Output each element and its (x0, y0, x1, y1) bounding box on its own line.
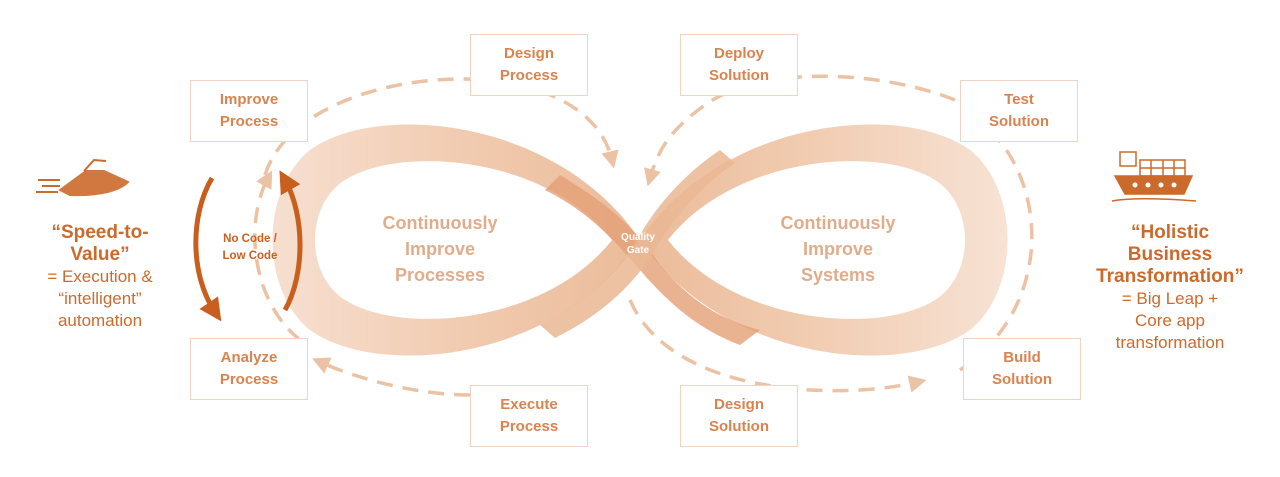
dashed-loop-left (253, 170, 302, 342)
left-loop-line3: Processes (394, 265, 486, 285)
left-loop-band (272, 124, 640, 356)
dashed-loop-top-right (643, 74, 956, 187)
no-code-line2: Low Code (222, 250, 278, 262)
deploy-solution-box[interactable]: Deploy Solution (680, 34, 798, 96)
improve-process-line2: Process (219, 113, 279, 130)
crossing-band (545, 175, 760, 345)
speed-to-value-sub-2: “intelligent” (58, 289, 142, 308)
analyze-process-box[interactable]: Analyze Process (190, 338, 308, 400)
holistic-sub-3: transformation (1115, 333, 1225, 352)
holistic-transformation-block: “Holistic Business Transformation” = Big… (1080, 222, 1260, 354)
test-solution-line1: Test (1004, 91, 1034, 108)
speed-to-value-sub-3: automation (57, 311, 143, 330)
execute-process-line2: Process (499, 418, 559, 435)
right-loop-line1: Continuously (780, 213, 896, 233)
speed-to-value-title-2: Value” (70, 244, 130, 265)
analyze-process-line1: Analyze (220, 349, 278, 366)
left-loop-line1: Continuously (382, 213, 498, 233)
right-loop-band (640, 124, 1008, 356)
build-solution-line1: Build (1003, 349, 1041, 366)
holistic-title-2: Business (1127, 244, 1213, 265)
no-code-low-code-label: No Code / Low Code (214, 231, 286, 265)
right-loop-line2: Improve (802, 239, 874, 259)
quality-gate-label: Quality Gate (610, 231, 666, 257)
dashed-loop-bottom-right (628, 299, 927, 393)
test-solution-box[interactable]: Test Solution (960, 80, 1078, 142)
left-loop-label: Continuously Improve Processes (370, 210, 510, 288)
design-process-line1: Design (503, 45, 554, 62)
no-code-line1: No Code / (223, 233, 277, 245)
design-process-line2: Process (499, 67, 559, 84)
deploy-solution-line1: Deploy (713, 45, 764, 62)
analyze-process-line2: Process (219, 371, 279, 388)
left-loop-line2: Improve (404, 239, 476, 259)
right-loop-label: Continuously Improve Systems (768, 210, 908, 288)
holistic-sub-1: = Big Leap + (1121, 289, 1219, 308)
speed-to-value-block: “Speed-to- Value” = Execution & “intelli… (20, 222, 180, 332)
test-solution-line2: Solution (989, 113, 1049, 130)
holistic-sub-2: Core app (1135, 311, 1205, 330)
speed-to-value-title-1: “Speed-to- (51, 222, 149, 243)
build-solution-line2: Solution (992, 371, 1052, 388)
holistic-title-1: “Holistic (1130, 222, 1210, 243)
cargo-ship-icon (1111, 151, 1197, 202)
right-loop-line3: Systems (800, 265, 876, 285)
holistic-title-3: Transformation” (1096, 266, 1244, 287)
speedboat-icon (36, 158, 130, 197)
quality-gate-line1: Quality (621, 232, 655, 243)
no-code-arrow-up (279, 170, 303, 312)
design-process-box[interactable]: Design Process (470, 34, 588, 96)
improve-process-line1: Improve (219, 91, 279, 108)
dashed-loop-bottom-left (312, 357, 471, 397)
speed-to-value-sub-1: = Execution & (47, 267, 153, 286)
design-solution-line1: Design (713, 396, 764, 413)
execute-process-line1: Execute (500, 396, 558, 413)
design-solution-line2: Solution (709, 418, 769, 435)
build-solution-box[interactable]: Build Solution (963, 338, 1081, 400)
improve-process-box[interactable]: Improve Process (190, 80, 308, 142)
design-solution-box[interactable]: Design Solution (680, 385, 798, 447)
quality-gate-line2: Gate (626, 245, 650, 256)
deploy-solution-line2: Solution (709, 67, 769, 84)
execute-process-box[interactable]: Execute Process (470, 385, 588, 447)
no-code-arrow-down (193, 176, 222, 322)
